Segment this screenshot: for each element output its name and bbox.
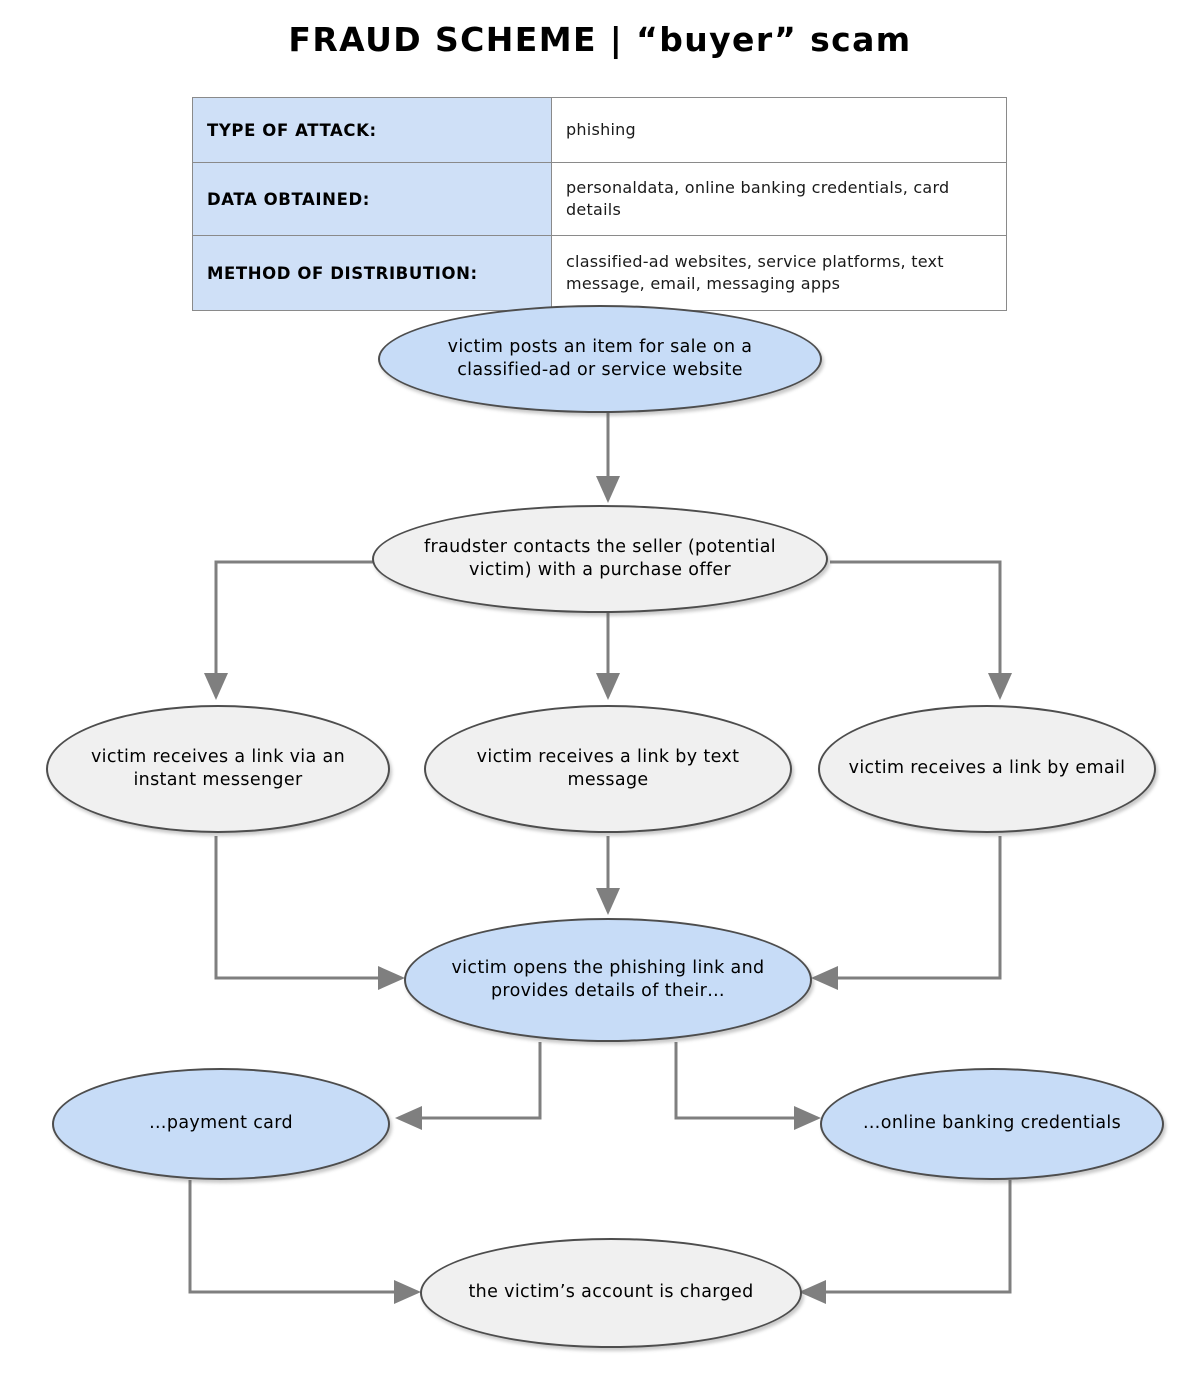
node-label: fraudster contacts the seller (potential… [423,536,777,580]
node-label: victim receives a link by text message [476,746,740,790]
node-label: victim receives a link via an instant me… [90,746,346,790]
node-victim-opens-phishing-link[interactable]: victim opens the phishing link and provi… [404,918,812,1042]
node-label: victim receives a link by email [848,758,1126,779]
edge-n6-n7 [395,1042,542,1130]
edge-n8-n9 [799,1180,1012,1304]
edge-n6-n8 [674,1042,821,1130]
table-value-data-obtained: personaldata, online banking credentials… [551,162,1007,236]
table-label-type-of-attack: TYPE OF ATTACK: [192,97,552,163]
node-online-banking-credentials[interactable]: …online banking credentials [820,1068,1164,1180]
page-title: FRAUD SCHEME | “buyer” scam [288,20,912,59]
node-label: the victim’s account is charged [468,1282,754,1303]
table-row: DATA OBTAINED: personaldata, online bank… [192,162,1007,236]
table-row: METHOD OF DISTRIBUTION: classified-ad we… [192,235,1007,311]
node-label: victim opens the phishing link and provi… [451,957,765,1001]
node-label: victim posts an item for sale on a class… [447,336,753,380]
attack-info-table: TYPE OF ATTACK: phishing DATA OBTAINED: … [192,97,1007,311]
node-fraudster-contacts-seller[interactable]: fraudster contacts the seller (potential… [372,505,828,613]
node-victim-posts-item[interactable]: victim posts an item for sale on a class… [378,305,822,413]
table-row: TYPE OF ATTACK: phishing [192,97,1007,163]
node-payment-card[interactable]: …payment card [52,1068,390,1180]
edge-n7-n9 [188,1180,421,1304]
table-label-data-obtained: DATA OBTAINED: [192,162,552,236]
edge-n2-n5 [830,560,1012,700]
node-link-via-instant-messenger[interactable]: victim receives a link via an instant me… [46,705,390,833]
node-link-by-email[interactable]: victim receives a link by email [818,705,1156,833]
table-label-method-of-distribution: METHOD OF DISTRIBUTION: [192,235,552,311]
table-value-method-of-distribution: classified-ad websites, service platform… [551,235,1007,311]
node-link-by-text-message[interactable]: victim receives a link by text message [424,705,792,833]
node-label: …payment card [149,1113,293,1134]
node-label: …online banking credentials [862,1113,1122,1134]
edge-n3-n6 [214,836,405,990]
edge-n2-n3 [204,560,386,700]
table-value-type-of-attack: phishing [551,97,1007,163]
node-victim-account-charged[interactable]: the victim’s account is charged [420,1238,802,1348]
edge-n5-n6 [811,836,1002,990]
